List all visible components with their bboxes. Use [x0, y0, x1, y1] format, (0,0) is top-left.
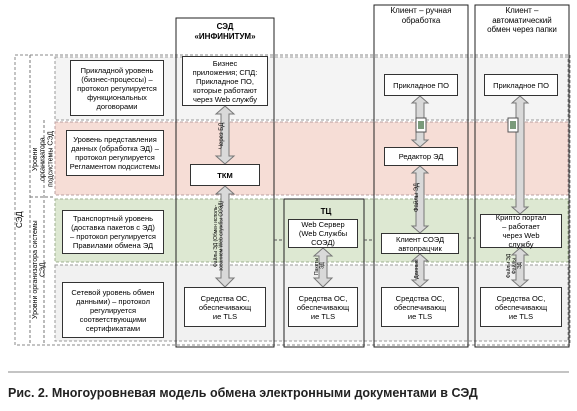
- tc-os-tls-box: Средства ОС, обеспечивающ ие TLS: [288, 287, 358, 327]
- document-icon-auto: [507, 117, 519, 133]
- arrow-label-via-bd: Через БД: [219, 122, 225, 150]
- document-icon-manual: [415, 117, 427, 133]
- sed-side-label: СЭД: [15, 211, 24, 229]
- arrow-label-ed-files: Файлы ЭД: [414, 183, 420, 213]
- manual-os-tls-box: Средства ОС, обеспечивающ ие TLS: [381, 287, 459, 327]
- sed-column-frame: [175, 17, 275, 348]
- level-network: Сетевой уровень обмен данными) – протоко…: [62, 282, 164, 338]
- manual-column-frame: [373, 4, 469, 348]
- arrow-label-tc-packets: Пакеты ЭД: [314, 257, 326, 275]
- auto-applied-sw-box: Прикладное ПО: [484, 74, 558, 96]
- arrow-label-auto-files: Файлы ЭД Файлы ЭД: [506, 253, 523, 279]
- manual-applied-sw-box: Прикладное ПО: [384, 74, 458, 96]
- figure-caption: Рис. 2. Многоуровневая модель обмена эле…: [8, 386, 478, 400]
- auto-os-tls-box: Средства ОС, обеспечивающ ие TLS: [480, 287, 562, 327]
- system-organizer-label: Уровни организатора системы СЭД: [32, 220, 47, 320]
- ed-editor-box: Редактор ЭД: [384, 147, 458, 166]
- arrow-label-data: Данные: [414, 259, 420, 279]
- auto-column-title: Клиент – автоматический обмен через папк…: [487, 6, 557, 35]
- tc-column-frame: [283, 198, 365, 348]
- soed-client-box: Клиент СОЭД автопрацчик: [381, 233, 459, 254]
- outer-frame: [14, 54, 571, 346]
- tc-column-title: ТЦ: [320, 207, 332, 216]
- sed-os-tls-box: Средства ОС, обеспечивающ ие TLS: [184, 287, 266, 327]
- subsystem-organizer-label: Уровни организатора подсистемы СЭД: [32, 131, 55, 187]
- auto-column-frame: [474, 4, 570, 348]
- level-transport: Транспортный уровень (доставка пакетов с…: [62, 210, 164, 254]
- arrow-label-sed-files: Файлы ЭД (Обмен исполь- зованием Web слу…: [213, 200, 225, 272]
- business-apps-box: Бизнес приложения; СПД: Прикладное ПО, к…: [182, 56, 268, 106]
- sed-column-title: СЭД «ИНФИНИТУМ»: [194, 22, 256, 41]
- level-applied: Прикладной уровень (бизнес-процессы) – п…: [70, 60, 164, 116]
- manual-column-title: Клиент – ручная обработка: [390, 6, 452, 25]
- tkm-box: ТКМ: [190, 164, 260, 186]
- level-presentation: Уровень представления данных (обработка …: [66, 130, 164, 176]
- crypto-portal-box: Крипто портал – работает через Web служб…: [480, 213, 562, 249]
- web-server-box: Web Сервер (Web Службы СОЭД): [288, 219, 358, 248]
